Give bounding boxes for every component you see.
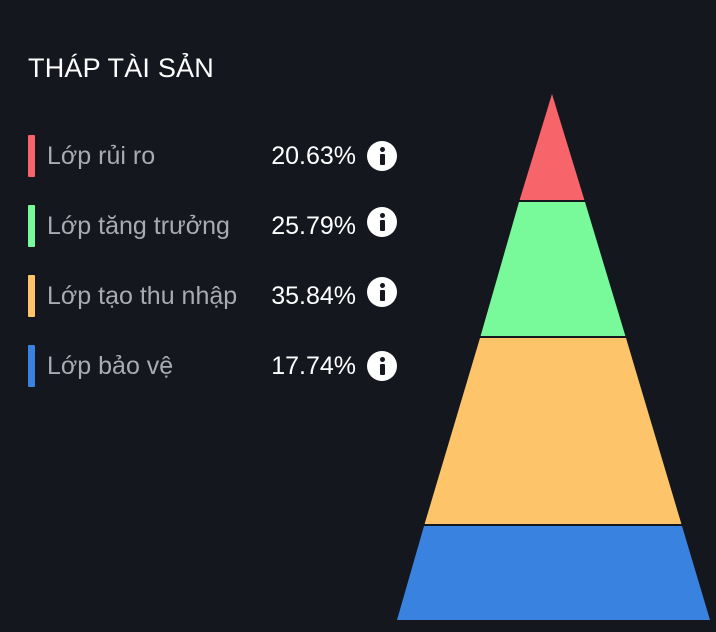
- page-title: THÁP TÀI SẢN: [28, 53, 214, 83]
- legend-item-protection: Lớp bảo vệ 17.74%: [28, 345, 408, 387]
- legend-label: Lớp rủi ro: [47, 142, 156, 170]
- pyramid-layer-growth[interactable]: [480, 202, 626, 338]
- legend-color-bar: [28, 345, 35, 387]
- legend-label: Lớp tăng trưởng: [47, 212, 230, 240]
- legend-value: 25.79%: [271, 212, 356, 240]
- legend-value: 35.84%: [271, 282, 356, 310]
- legend-color-bar: [28, 135, 35, 177]
- legend-label: Lớp bảo vệ: [47, 352, 174, 380]
- legend-value: 17.74%: [271, 352, 356, 380]
- legend-color-bar: [28, 275, 35, 317]
- legend-item-income: Lớp tạo thu nhập 35.84%: [28, 275, 408, 317]
- pyramid-layer-income[interactable]: [424, 338, 682, 526]
- legend-label: Lớp tạo thu nhập: [47, 282, 238, 310]
- legend-item-growth: Lớp tăng trưởng 25.79%: [28, 205, 408, 247]
- legend-color-bar: [28, 205, 35, 247]
- info-icon[interactable]: [367, 207, 397, 237]
- pyramid-layer-protection[interactable]: [397, 526, 710, 620]
- pyramid-layer-risk[interactable]: [519, 94, 585, 202]
- info-icon[interactable]: [367, 277, 397, 307]
- legend-item-risk: Lớp rủi ro 20.63%: [28, 135, 408, 177]
- info-icon[interactable]: [367, 351, 397, 381]
- legend-value: 20.63%: [271, 142, 356, 170]
- info-icon[interactable]: [367, 141, 397, 171]
